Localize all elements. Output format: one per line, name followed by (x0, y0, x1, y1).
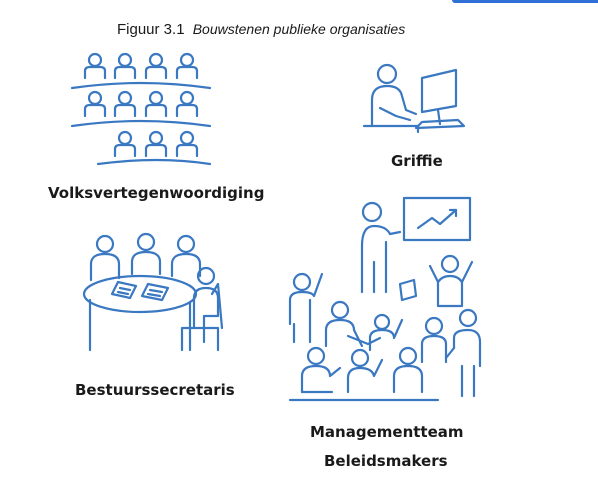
member-icon (144, 130, 168, 158)
label-griffie: Griffie (391, 152, 443, 170)
member-icon (113, 52, 137, 80)
label-managementteam: Managementteam (310, 423, 464, 441)
member-icon (175, 90, 199, 118)
label-bestuurssecretaris: Bestuurssecretaris (75, 381, 235, 399)
member-icon (144, 90, 168, 118)
member-icon (83, 52, 107, 80)
assembly-illustration (68, 52, 268, 170)
member-icon (175, 130, 199, 158)
clerk-at-computer-illustration (360, 60, 470, 138)
member-icon (83, 90, 107, 118)
label-beleidsmakers: Beleidsmakers (324, 452, 448, 470)
presentation-crowd-illustration (282, 196, 490, 404)
assembly-desk-row-1 (72, 83, 210, 88)
member-icon (144, 52, 168, 80)
figure-number: Figuur 3.1 (117, 21, 185, 38)
figure-title: Bouwstenen publieke organisaties (192, 21, 406, 37)
figure-caption: Figuur 3.1 Bouwstenen publieke organisat… (117, 21, 405, 38)
assembly-desk-row-3 (98, 160, 210, 164)
member-icon (175, 52, 199, 80)
meeting-table-illustration (78, 232, 228, 356)
assembly-desk-row-2 (72, 121, 210, 126)
member-icon (113, 90, 137, 118)
top-corner-tab (452, 0, 598, 3)
member-icon (113, 130, 137, 158)
label-volksvertegenwoordiging: Volksvertegenwoordiging (48, 184, 265, 202)
